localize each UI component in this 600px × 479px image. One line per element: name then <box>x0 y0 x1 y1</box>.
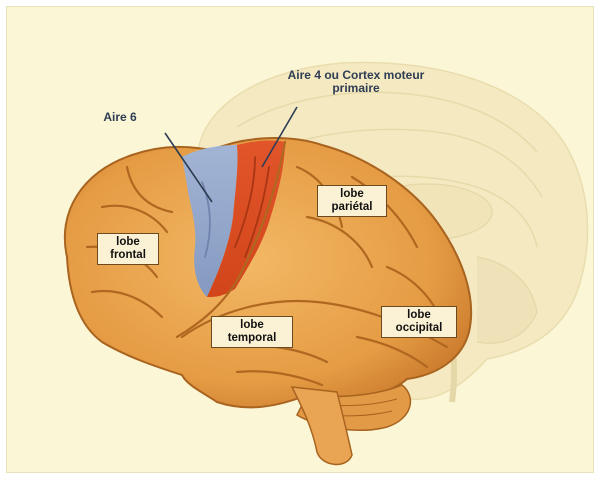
lobe-temporal-label: lobe temporal <box>211 316 293 348</box>
lobe-frontal-label: lobe frontal <box>97 233 159 265</box>
diagram-frame: Aire 6 Aire 4 ou Cortex moteur primaire … <box>6 6 594 473</box>
aire4-label: Aire 4 ou Cortex moteur primaire <box>281 69 431 96</box>
lobe-parietal-label: lobe pariétal <box>317 185 387 217</box>
aire6-label: Aire 6 <box>85 111 155 124</box>
lobe-occipital-label: lobe occipital <box>381 306 457 338</box>
